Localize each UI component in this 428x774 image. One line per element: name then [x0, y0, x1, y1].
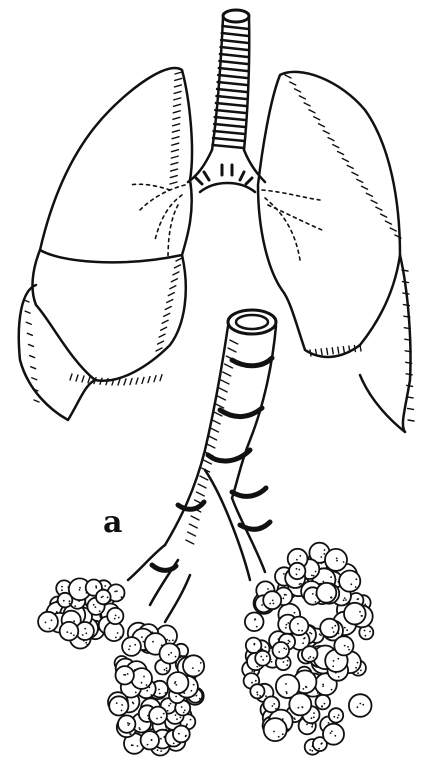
trachea: [212, 10, 249, 150]
left-lung: [19, 68, 192, 420]
alveoli-cluster-right: [242, 543, 373, 755]
alveoli-cluster-left: [38, 578, 124, 648]
right-lung: [258, 72, 414, 432]
figure-label: a: [103, 508, 122, 538]
bronchi-junction: [188, 150, 265, 192]
alveoli-cluster-middle: [108, 623, 204, 756]
bronchiole-detail: [128, 310, 276, 622]
